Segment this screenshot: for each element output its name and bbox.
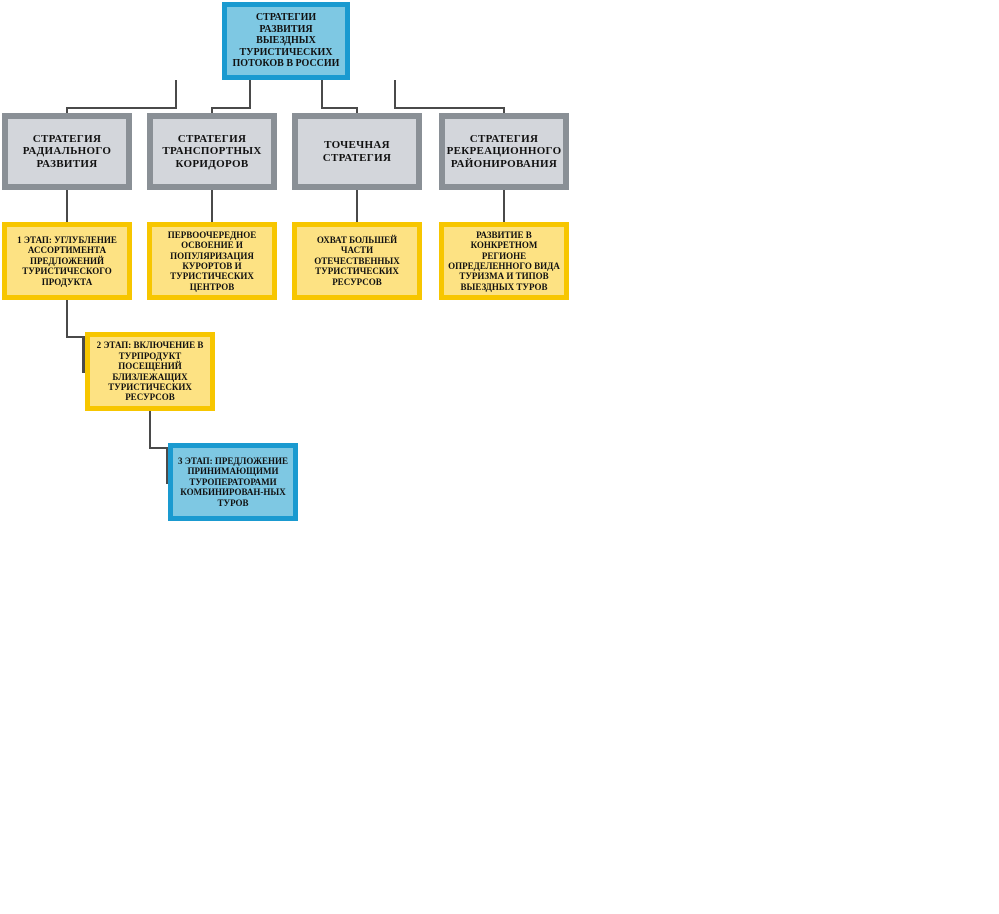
- connector-root-mid-right: [321, 80, 358, 113]
- stage1-label: 1 ЭТАП: УГЛУБЛЕНИЕ АССОРТИМЕНТА ПРЕДЛОЖЕ…: [17, 235, 117, 287]
- stage2-box: 2 ЭТАП: ВКЛЮЧЕНИЕ В ТУРПРОДУКТ ПОСЕЩЕНИЙ…: [85, 332, 215, 411]
- recreation-description-box: РАЗВИТИЕ В КОНКРЕТНОМ РЕГИОНЕ ОПРЕДЕЛЕНН…: [439, 222, 569, 300]
- root-box: СТРАТЕГИИ РАЗВИТИЯ ВЫЕЗДНЫХ ТУРИСТИЧЕСКИ…: [222, 2, 350, 80]
- point-description-box: ОХВАТ БОЛЬШЕЙ ЧАСТИ ОТЕЧЕСТВЕННЫХ ТУРИСТ…: [292, 222, 422, 300]
- strategy-recreation-label: СТРАТЕГИЯ РЕКРЕАЦИОННОГО РАЙОНИРОВАНИЯ: [446, 132, 562, 170]
- strategy-point-box: ТОЧЕЧНАЯ СТРАТЕГИЯ: [292, 113, 422, 190]
- recreation-description-label: РАЗВИТИЕ В КОНКРЕТНОМ РЕГИОНЕ ОПРЕДЕЛЕНН…: [448, 229, 560, 292]
- strategy-radial-label: СТРАТЕГИЯ РАДИАЛЬНОГО РАЗВИТИЯ: [22, 132, 112, 170]
- connector-root-mid-left: [211, 80, 251, 113]
- stage1-box: 1 ЭТАП: УГЛУБЛЕНИЕ АССОРТИМЕНТА ПРЕДЛОЖЕ…: [2, 222, 132, 300]
- stage3-label: 3 ЭТАП: ПРЕДЛОЖЕНИЕ ПРИНИМАЮЩИМИ ТУРОПЕР…: [177, 456, 288, 508]
- connector-root-left: [66, 80, 177, 113]
- connector-root-right: [394, 80, 505, 113]
- strategy-recreation-box: СТРАТЕГИЯ РЕКРЕАЦИОННОГО РАЙОНИРОВАНИЯ: [439, 113, 569, 190]
- point-description-label: ОХВАТ БОЛЬШЕЙ ЧАСТИ ОТЕЧЕСТВЕННЫХ ТУРИСТ…: [314, 235, 400, 287]
- strategy-transport-box: СТРАТЕГИЯ ТРАНСПОРТНЫХ КОРИДОРОВ: [147, 113, 277, 190]
- stage2-connector-tab: [82, 337, 86, 373]
- transport-description-label: ПЕРВООЧЕРЕДНОЕ ОСВОЕНИЕ И ПОПУЛЯРИЗАЦИЯ …: [167, 229, 257, 292]
- stage3-box: 3 ЭТАП: ПРЕДЛОЖЕНИЕ ПРИНИМАЮЩИМИ ТУРОПЕР…: [168, 443, 298, 521]
- strategy-transport-label: СТРАТЕГИЯ ТРАНСПОРТНЫХ КОРИДОРОВ: [162, 132, 262, 170]
- connector-stage1-to-stage2: [66, 300, 85, 338]
- stage2-label: 2 ЭТАП: ВКЛЮЧЕНИЕ В ТУРПРОДУКТ ПОСЕЩЕНИЙ…: [96, 340, 204, 403]
- transport-description-box: ПЕРВООЧЕРЕДНОЕ ОСВОЕНИЕ И ПОПУЛЯРИЗАЦИЯ …: [147, 222, 277, 300]
- connector-stage2-to-stage3: [149, 411, 170, 449]
- strategy-radial-box: СТРАТЕГИЯ РАДИАЛЬНОГО РАЗВИТИЯ: [2, 113, 132, 190]
- root-label: СТРАТЕГИИ РАЗВИТИЯ ВЫЕЗДНЫХ ТУРИСТИЧЕСКИ…: [232, 12, 340, 70]
- strategy-point-label: ТОЧЕЧНАЯ СТРАТЕГИЯ: [322, 138, 392, 164]
